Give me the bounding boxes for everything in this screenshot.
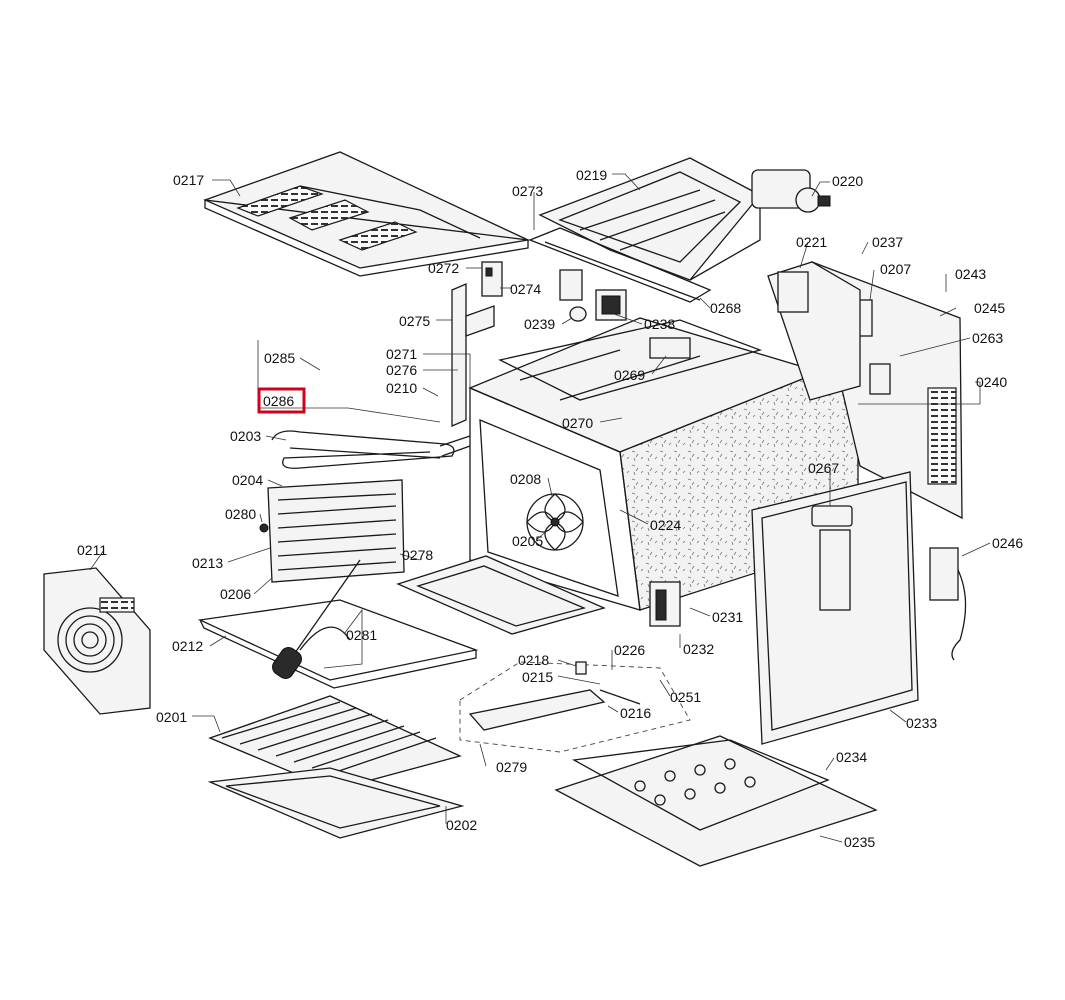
label-0280: 0280	[225, 506, 256, 522]
label-0208: 0208	[510, 471, 541, 487]
label-0217: 0217	[173, 172, 204, 188]
door-lock-switch	[481, 261, 503, 297]
label-0215: 0215	[522, 669, 553, 685]
label-0246: 0246	[992, 535, 1023, 551]
rack-screw	[259, 523, 269, 533]
label-0251: 0251	[670, 689, 701, 705]
label-0226: 0226	[614, 642, 645, 658]
label-0274: 0274	[510, 281, 541, 297]
back-panel	[767, 261, 861, 401]
label-0237: 0237	[872, 234, 903, 250]
lamp-holder	[569, 306, 587, 322]
label-0270: 0270	[562, 415, 593, 431]
label-0269: 0269	[614, 367, 645, 383]
label-0210: 0210	[386, 380, 417, 396]
temperature-limiter	[559, 269, 627, 321]
label-0243: 0243	[955, 266, 986, 282]
oven-door	[751, 471, 919, 745]
label-0281: 0281	[346, 627, 377, 643]
label-0204: 0204	[232, 472, 263, 488]
label-0238: 0238	[644, 316, 675, 332]
label-0275: 0275	[399, 313, 430, 329]
convection-fan	[526, 493, 584, 551]
part-labels: 0217 0219 0220 0273 0221 0237 0207 0243 …	[77, 167, 1023, 850]
label-0279: 0279	[496, 759, 527, 775]
label-0286: 0286	[263, 393, 294, 409]
label-0224: 0224	[650, 517, 681, 533]
label-0201: 0201	[156, 709, 187, 725]
label-0276: 0276	[386, 362, 417, 378]
label-0234: 0234	[836, 749, 867, 765]
label-0232: 0232	[683, 641, 714, 657]
side-rack-left	[267, 479, 405, 583]
door-hinge	[929, 547, 967, 661]
label-0205: 0205	[512, 533, 543, 549]
label-0240: 0240	[976, 374, 1007, 390]
label-0267: 0267	[808, 460, 839, 476]
label-0273: 0273	[512, 183, 543, 199]
label-0271: 0271	[386, 346, 417, 362]
label-0206: 0206	[220, 586, 251, 602]
rear-fan-cover	[43, 567, 151, 715]
label-0212: 0212	[172, 638, 203, 654]
highlight-box-0286	[257, 387, 306, 414]
label-0285: 0285	[264, 350, 295, 366]
label-0233: 0233	[906, 715, 937, 731]
label-0218: 0218	[518, 652, 549, 668]
enamel-tray-insert	[396, 555, 606, 635]
label-0221: 0221	[796, 234, 827, 250]
meat-probe	[272, 559, 361, 679]
cooling-fan-motor	[751, 169, 831, 213]
label-0263: 0263	[972, 330, 1003, 346]
label-0239: 0239	[524, 316, 555, 332]
label-0278: 0278	[402, 547, 433, 563]
label-0245: 0245	[974, 300, 1005, 316]
baking-tray	[207, 767, 465, 839]
leader-lines	[89, 173, 991, 843]
base-plate	[554, 735, 878, 867]
lower-components-group	[459, 661, 691, 753]
label-0231: 0231	[712, 609, 743, 625]
label-0216: 0216	[620, 705, 651, 721]
label-0213: 0213	[192, 555, 223, 571]
duct-frame	[528, 227, 712, 303]
label-0202: 0202	[446, 817, 477, 833]
top-heating-element	[271, 430, 471, 469]
label-0203: 0203	[230, 428, 261, 444]
label-0235: 0235	[844, 834, 875, 850]
label-0268: 0268	[710, 300, 741, 316]
label-0211: 0211	[77, 542, 107, 558]
top-duct-assembly	[538, 157, 762, 281]
side-control-board	[649, 581, 681, 627]
label-0272: 0272	[428, 260, 459, 276]
label-0219: 0219	[576, 167, 607, 183]
label-0207: 0207	[880, 261, 911, 277]
label-0220: 0220	[832, 173, 863, 189]
top-cover-plate	[203, 151, 531, 277]
left-side-rail	[451, 283, 495, 427]
wire-shelf	[197, 599, 479, 689]
